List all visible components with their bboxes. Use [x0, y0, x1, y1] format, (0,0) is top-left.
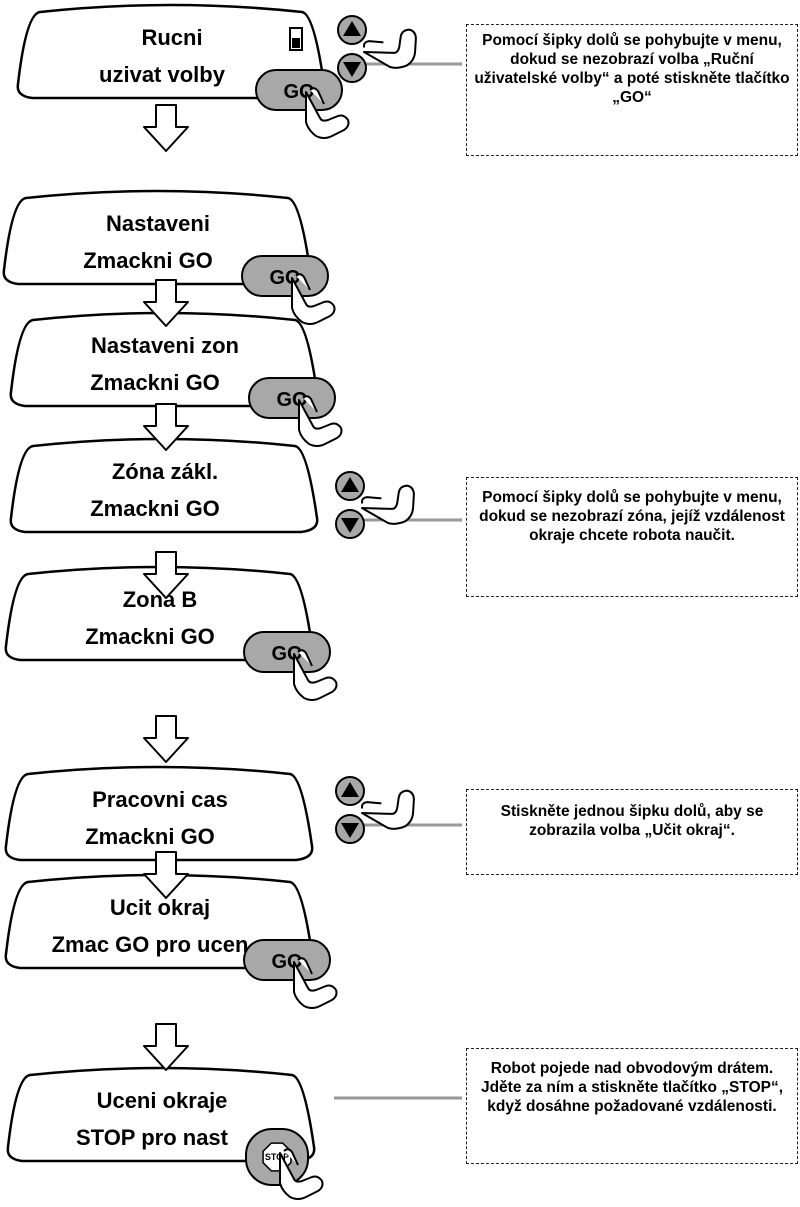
down-arrow-icon — [143, 403, 189, 451]
hand-pointer-icon — [361, 484, 415, 525]
screen-line2: Zmackni GO — [85, 824, 215, 849]
hand-pointer-icon — [298, 395, 343, 447]
screen-line2: Zmackni GO — [90, 370, 220, 395]
screen-line2: STOP pro nast — [76, 1125, 229, 1150]
hand-pointer-icon — [305, 87, 350, 139]
hand-pointer-icon — [363, 28, 417, 69]
down-arrow-icon — [143, 551, 189, 599]
screen-line1: Uceni okraje — [97, 1088, 228, 1113]
screen-line2: Zmackni GO — [85, 624, 215, 649]
down-arrow-icon — [143, 104, 189, 152]
screen-line1: Nastaveni zon — [91, 333, 239, 358]
down-arrow-icon — [143, 715, 189, 763]
hand-pointer-icon — [291, 273, 336, 325]
arrow-down-icon[interactable] — [335, 814, 365, 844]
hand-pointer-icon — [293, 957, 338, 1009]
screen-line1: Nastaveni — [106, 211, 210, 236]
screen-line1: Ucit okraj — [110, 895, 210, 920]
down-arrow-icon — [143, 851, 189, 899]
arrow-buttons-group-3 — [335, 776, 462, 844]
lcd-screen-4: Zóna zákl. Zmackni GO — [9, 437, 319, 534]
instruction-note-2: Pomocí šipky dolů se pohybujte v menu, d… — [466, 477, 798, 597]
lcd-screen-frame — [9, 437, 319, 534]
arrow-buttons-group-1 — [337, 15, 462, 83]
instruction-note-3: Stiskněte jednou šipku dolů, aby se zobr… — [466, 789, 798, 875]
arrow-up-icon[interactable] — [335, 776, 365, 806]
arrow-down-icon[interactable] — [337, 53, 367, 83]
screen-line1: Zóna zákl. — [112, 459, 218, 484]
arrow-down-icon[interactable] — [335, 509, 365, 539]
arrow-up-icon[interactable] — [335, 471, 365, 501]
instruction-note-4: Robot pojede nad obvodovým drátem. Jděte… — [466, 1048, 798, 1164]
hand-pointer-icon — [361, 789, 415, 830]
hand-pointer-icon — [293, 649, 338, 701]
lcd-screen-frame — [4, 765, 314, 862]
down-arrow-icon — [143, 279, 189, 327]
battery-icon — [289, 27, 303, 51]
down-arrow-icon — [143, 1023, 189, 1071]
lcd-screen-frame — [6, 1066, 316, 1163]
arrow-buttons-group-2 — [335, 471, 462, 539]
screen-line1: Rucni — [141, 25, 202, 50]
stop-button-label: STOP — [265, 1152, 289, 1162]
screen-line1: Pracovni cas — [92, 787, 228, 812]
hand-pointer-icon — [279, 1148, 324, 1200]
arrow-up-icon[interactable] — [337, 15, 367, 45]
screen-line2: Zmac GO pro ucen — [52, 932, 249, 957]
screen-line2: uzivat volby — [99, 62, 226, 87]
screen-line2: Zmackni GO — [83, 248, 213, 273]
screen-line2: Zmackni GO — [90, 496, 220, 521]
instruction-note-1: Pomocí šipky dolů se pohybujte v menu, d… — [466, 24, 798, 156]
